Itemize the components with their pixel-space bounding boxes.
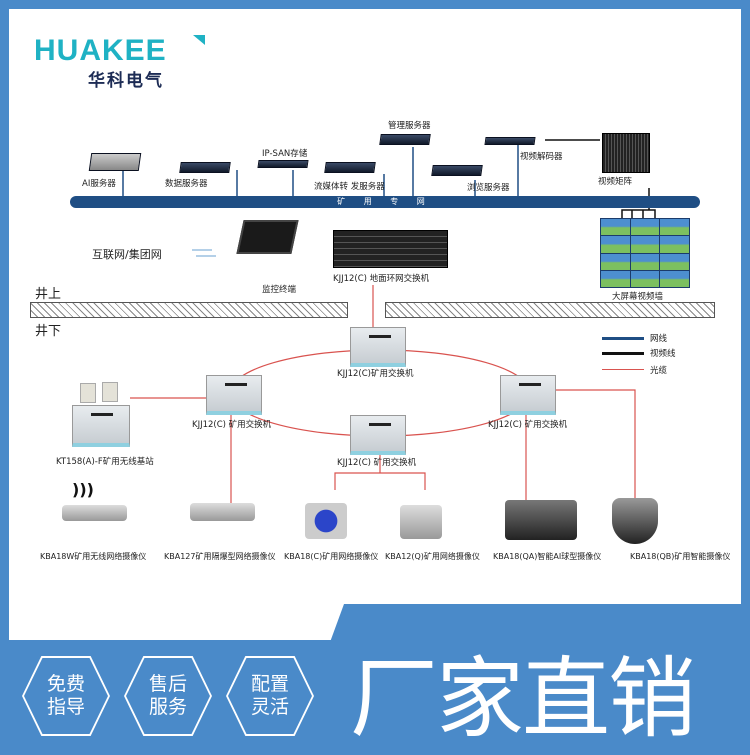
switch-middle-label: KJJ12(C) 矿用交换机 <box>337 458 417 468</box>
laptop-icon <box>236 220 299 254</box>
switch-middle <box>350 415 406 455</box>
badge-line: 服务 <box>148 696 187 718</box>
ai-server-label: AI服务器 <box>82 179 116 189</box>
badge-line: 售后 <box>148 673 187 695</box>
above-ground-label: 井上 <box>35 287 62 302</box>
badge-free-guidance: 免费指导 <box>22 656 110 736</box>
below-ground-label: 井下 <box>35 324 62 339</box>
video-matrix-label: 视频矩阵 <box>598 177 633 187</box>
badge-line: 灵活 <box>250 696 289 718</box>
internet-label: 互联网/集团网 <box>92 248 162 261</box>
ground-left <box>30 302 348 318</box>
management-server <box>379 134 431 145</box>
stream-server <box>324 162 376 173</box>
camera-label: KBA18(C)矿用网络摄像仪 <box>284 552 379 561</box>
browse-server <box>431 165 483 176</box>
browse-server-label: 浏览服务器 <box>467 183 510 193</box>
switch-right <box>500 375 556 415</box>
camera-kba18w <box>62 505 127 521</box>
logo-text: HUAKEE <box>34 34 167 67</box>
logo-mark-icon <box>193 35 205 45</box>
legend-video-line <box>602 352 644 355</box>
legend-network-label: 网线 <box>650 334 668 344</box>
switch-left-label: KJJ12(C) 矿用交换机 <box>192 420 272 430</box>
wireless-signal-icon: ))) <box>72 480 94 499</box>
camera-label: KBA12(Q)矿用网络摄像仪 <box>385 552 480 561</box>
video-matrix <box>602 133 650 173</box>
camera-kba18c <box>305 503 347 539</box>
ai-server <box>88 153 142 171</box>
camera-kba127 <box>190 503 255 521</box>
badge-line: 指导 <box>46 696 85 718</box>
legend-network-line <box>602 337 644 340</box>
ip-san-label: IP-SAN存储 <box>262 149 308 159</box>
mine-network-bus: 矿 用 专 网 <box>70 196 700 208</box>
ip-san-storage <box>257 160 309 168</box>
legend-video-label: 视频线 <box>650 349 676 359</box>
camera-kba18qa <box>505 500 577 540</box>
data-server-label: 数据服务器 <box>165 179 208 189</box>
ground-switch-label: KJJ12(C) 地面环网交换机 <box>333 274 430 284</box>
management-server-label: 管理服务器 <box>388 121 431 131</box>
camera-kba12q <box>400 505 442 539</box>
badge-line: 免费 <box>46 673 85 695</box>
slogan: 厂家直销 <box>350 647 696 750</box>
badge-line: 配置 <box>250 673 289 695</box>
camera-kba18qb <box>612 498 658 544</box>
video-decoder-label: 视频解码器 <box>520 152 563 162</box>
antenna-icon <box>102 382 118 402</box>
camera-label: KBA18(QB)矿用智能摄像仪 <box>630 552 731 561</box>
ground-right <box>385 302 715 318</box>
legend-fiber-line <box>602 369 644 370</box>
badge-after-sales: 售后服务 <box>124 656 212 736</box>
banner-slant <box>322 604 750 664</box>
base-station-label: KT158(A)-F矿用无线基站 <box>56 457 154 467</box>
switch-right-label: KJJ12(C) 矿用交换机 <box>488 420 568 430</box>
video-decoder <box>484 137 536 145</box>
badge-flexible-config: 配置灵活 <box>226 656 314 736</box>
antenna-icon <box>80 383 96 403</box>
data-server <box>179 162 231 173</box>
camera-label: KBA127矿用隔爆型网络摄像仪 <box>164 552 276 561</box>
video-wall-label: 大屏幕视频墙 <box>612 292 664 302</box>
stream-server-label: 流媒体转 发服务器 <box>314 182 385 192</box>
wireless-base-station <box>72 405 130 447</box>
video-wall <box>600 218 690 288</box>
camera-label: KBA18W矿用无线网络摄像仪 <box>40 552 147 561</box>
logo-cn: 华科电气 <box>88 71 164 91</box>
ground-ring-switch <box>333 230 448 268</box>
monitor-label: 监控终端 <box>262 285 297 295</box>
switch-top-label: KJJ12(C)矿用交换机 <box>337 369 414 379</box>
switch-top <box>350 327 406 367</box>
switch-left <box>206 375 262 415</box>
legend-fiber-label: 光缆 <box>650 366 668 376</box>
camera-label: KBA18(QA)智能AI球型摄像仪 <box>493 552 602 561</box>
